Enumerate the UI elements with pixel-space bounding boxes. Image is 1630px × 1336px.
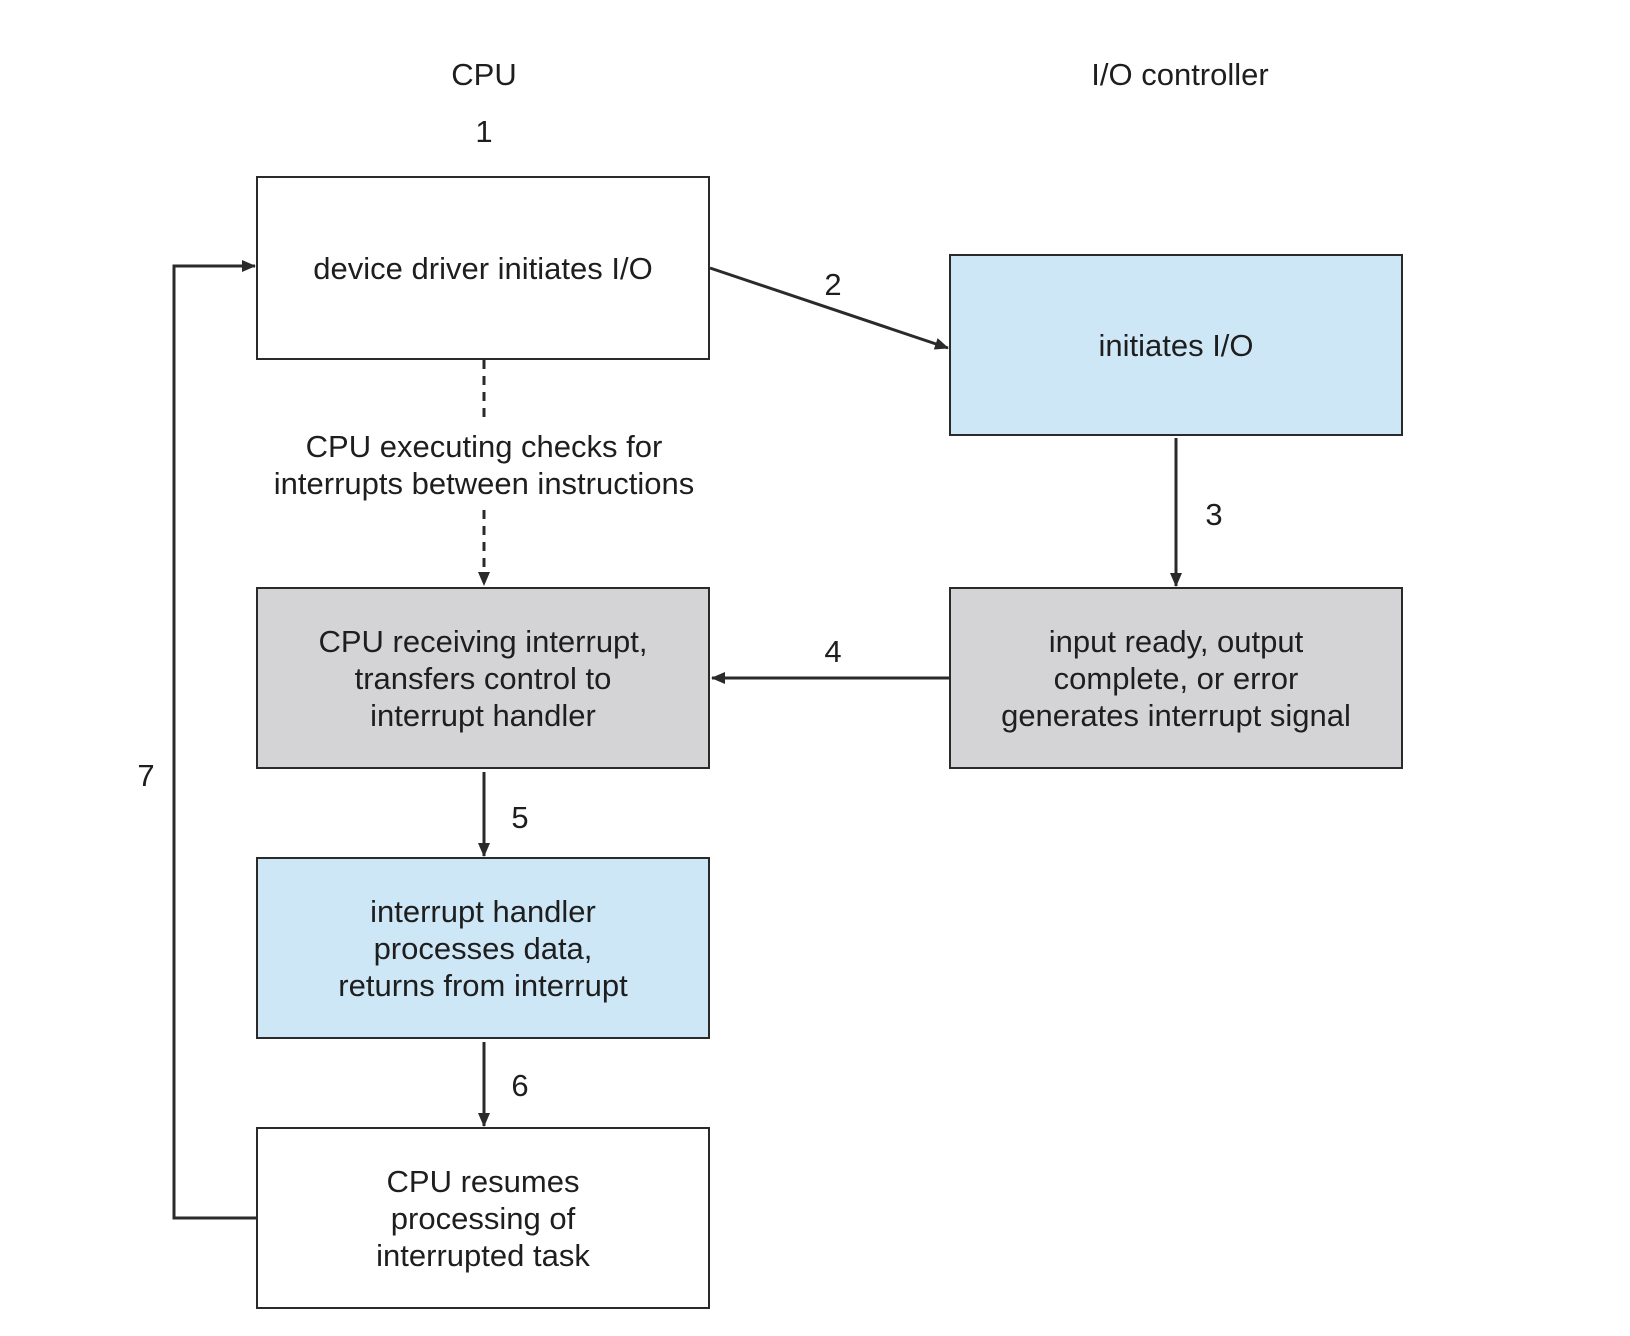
step-label-6: 6	[511, 1068, 529, 1103]
interrupt-handler-box: interrupt handler processes data, return…	[256, 857, 710, 1039]
io-initiates-text: initiates I/O	[1098, 327, 1254, 363]
cpu-resumes-text: CPU resumes processing of interrupted ta…	[376, 1163, 590, 1273]
cpu-receiving-interrupt-text: CPU receiving interrupt, transfers contr…	[318, 623, 648, 733]
step-label-3: 3	[1205, 497, 1223, 532]
io-initiates-box: initiates I/O	[949, 254, 1403, 436]
step-label-1: 1	[475, 114, 493, 149]
io-ready-text: input ready, output complete, or error g…	[1001, 623, 1351, 733]
step-label-7: 7	[137, 758, 155, 793]
cpu-column-header: CPU	[451, 57, 517, 92]
interrupt-handler-text: interrupt handler processes data, return…	[338, 893, 628, 1003]
step-label-5: 5	[511, 800, 529, 835]
arrow-step-7	[172, 260, 257, 1220]
io-ready-box: input ready, output complete, or error g…	[949, 587, 1403, 769]
device-driver-text: device driver initiates I/O	[313, 250, 653, 286]
step-label-2: 2	[824, 267, 842, 302]
arrow-step-2	[709, 266, 949, 350]
step-label-4: 4	[824, 634, 842, 669]
cpu-check-note: CPU executing checks for interrupts betw…	[273, 429, 695, 501]
device-driver-box: device driver initiates I/O	[256, 176, 710, 360]
cpu-receiving-interrupt-box: CPU receiving interrupt, transfers contr…	[256, 587, 710, 769]
cpu-resumes-box: CPU resumes processing of interrupted ta…	[256, 1127, 710, 1309]
io-controller-column-header: I/O controller	[1091, 57, 1269, 92]
